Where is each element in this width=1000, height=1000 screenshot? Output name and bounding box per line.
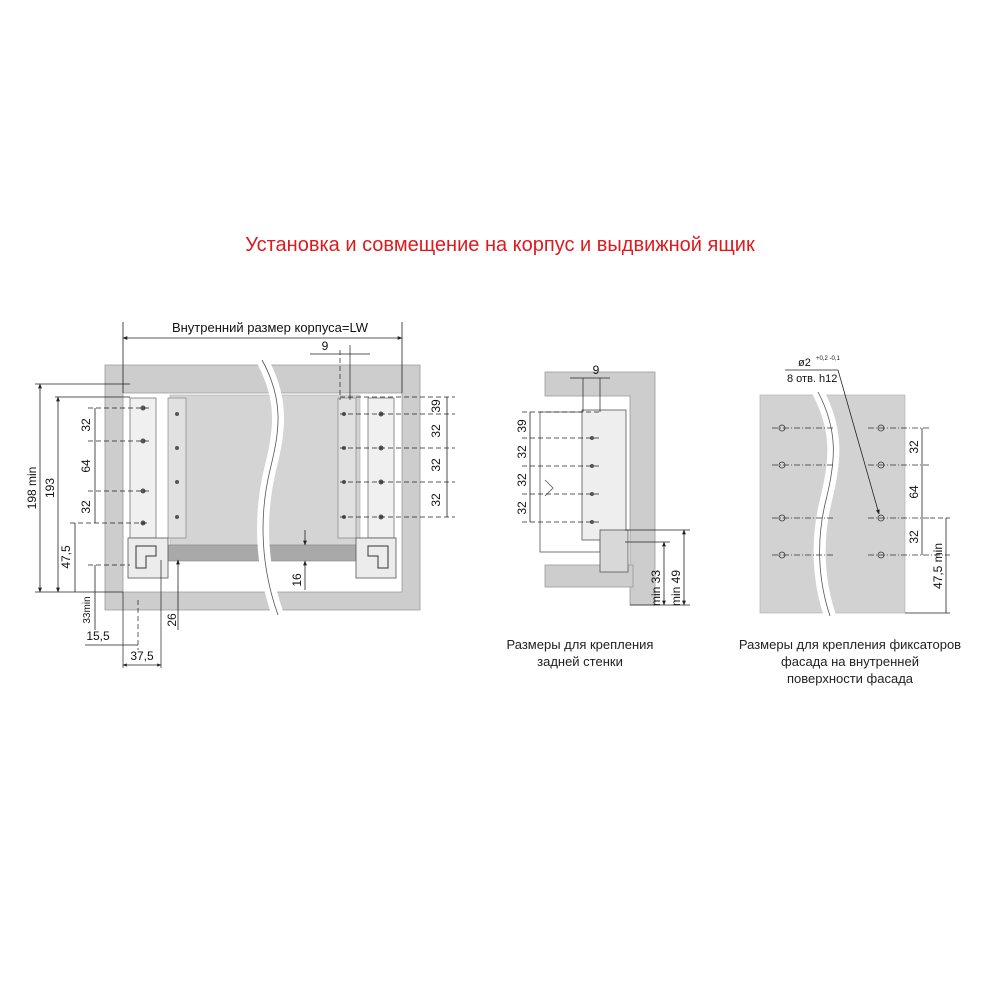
view-facade: ø2 +0,2 -0,1 8 отв. h12 32 64 32 47,5 mi… xyxy=(759,356,950,618)
back-wall-caption-line2: задней стенки xyxy=(537,654,623,669)
dim-33-min: 33min xyxy=(82,596,93,623)
dim-15-5: 15,5 xyxy=(86,629,110,643)
back-dim-32-2: 32 xyxy=(515,473,529,487)
dim-64: 64 xyxy=(79,459,93,473)
dim-47-5: 47,5 xyxy=(59,545,73,569)
facade-caption-line1: Размеры для крепления фиксаторов xyxy=(738,637,962,652)
back-dim-32-3: 32 xyxy=(515,501,529,515)
cabinet-frame xyxy=(104,364,421,611)
view-front-section: Внутренний размер корпуса=LW 9 39 32 32 … xyxy=(25,320,455,668)
page-title: Установка и совмещение на корпус и выдви… xyxy=(245,234,755,256)
dim-198-min: 198 min xyxy=(25,467,39,510)
facade-dim-32-1: 32 xyxy=(907,440,921,454)
dim-37-5: 37,5 xyxy=(130,649,154,663)
dim-16: 16 xyxy=(290,573,304,587)
facade-caption: Размеры для крепления фиксаторов фасада … xyxy=(720,636,980,687)
hole-count: 8 отв. h12 xyxy=(787,373,837,385)
dim-26: 26 xyxy=(165,613,179,627)
facade-dim-32-2: 32 xyxy=(907,530,921,544)
dim-32-r3: 32 xyxy=(429,493,443,507)
back-wall-bracket xyxy=(581,409,627,541)
back-dim-32-1: 32 xyxy=(515,445,529,459)
back-dim-min-33: min 33 xyxy=(649,570,663,606)
dim-32-r1: 32 xyxy=(429,424,443,438)
view-back-wall: 9 39 32 32 32 min 33 min 49 xyxy=(515,363,690,606)
dim-32-r2: 32 xyxy=(429,458,443,472)
back-dim-39: 39 xyxy=(515,419,529,433)
back-dim-9: 9 xyxy=(593,363,600,377)
dim-39: 39 xyxy=(429,399,443,413)
dim-193: 193 xyxy=(43,478,57,498)
inner-width-label: Внутренний размер корпуса=LW xyxy=(172,320,369,335)
back-wall-caption: Размеры для крепления задней стенки xyxy=(495,636,665,670)
back-wall-caption-line1: Размеры для крепления xyxy=(506,637,654,652)
left-inner-side xyxy=(167,397,187,539)
dim-32-l2: 32 xyxy=(79,500,93,514)
facade-caption-line3: поверхности фасада xyxy=(786,671,914,686)
hole-tolerance: +0,2 -0,1 xyxy=(816,356,841,362)
left-runner xyxy=(129,397,157,539)
right-inner-side xyxy=(337,397,357,539)
dim-9: 9 xyxy=(322,339,329,353)
facade-dim-47-5-min: 47,5 min xyxy=(931,543,945,589)
facade-caption-line2: фасада на внутренней xyxy=(781,654,919,669)
right-bracket xyxy=(355,537,397,579)
hole-diameter: ø2 xyxy=(798,357,811,369)
back-dim-min-49: min 49 xyxy=(669,570,683,606)
dim-32-l1: 32 xyxy=(79,418,93,432)
facade-dim-64: 64 xyxy=(907,485,921,499)
left-bracket xyxy=(127,537,169,579)
